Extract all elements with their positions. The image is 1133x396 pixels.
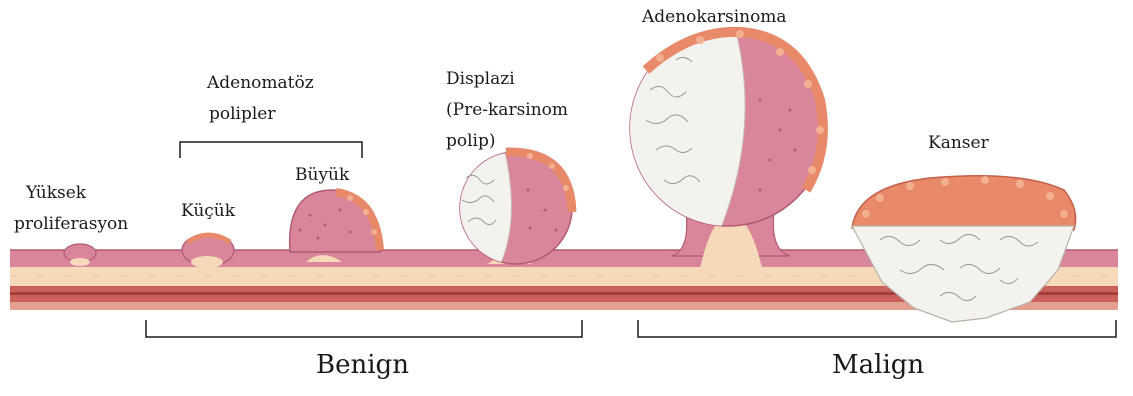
label-polip: polip) bbox=[446, 131, 496, 152]
label-kanser: Kanser bbox=[928, 133, 989, 154]
benign-bracket bbox=[146, 320, 582, 337]
label-polipler: polipler bbox=[209, 104, 276, 125]
dysplasia-polyp bbox=[455, 152, 572, 265]
label-displazi: Displazi bbox=[446, 69, 515, 90]
large-polyp bbox=[290, 190, 380, 262]
label-pre-karsinom: (Pre-karsinom bbox=[446, 100, 568, 121]
label-kucuk: Küçük bbox=[181, 201, 235, 222]
label-yuksek: Yüksek bbox=[26, 183, 86, 204]
label-benign: Benign bbox=[316, 350, 409, 380]
adenomatous-bracket bbox=[180, 142, 362, 158]
label-adenokarsinoma: Adenokarsinoma bbox=[642, 7, 787, 28]
label-buyuk: Büyük bbox=[295, 165, 349, 186]
label-proliferasyon: proliferasyon bbox=[14, 214, 128, 235]
label-malign: Malign bbox=[832, 350, 924, 380]
malign-bracket bbox=[638, 320, 1116, 337]
label-adenomatoz: Adenomatöz bbox=[207, 73, 314, 94]
adenocarcinoma-polyp bbox=[626, 30, 826, 268]
